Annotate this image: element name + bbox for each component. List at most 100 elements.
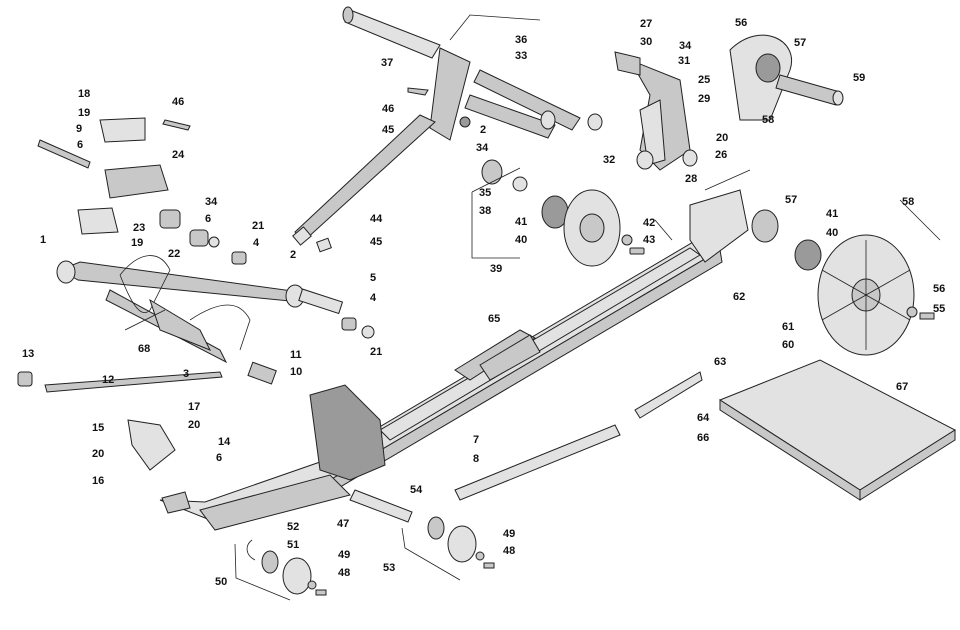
callout-37: 37 — [381, 57, 393, 69]
callout-60: 60 — [782, 339, 794, 351]
callout-17: 17 — [188, 401, 200, 413]
callout-29: 29 — [698, 93, 710, 105]
callout-64: 64 — [697, 412, 710, 424]
callout-51: 51 — [287, 539, 299, 551]
callout-19: 19 — [78, 107, 90, 119]
callout-47: 47 — [337, 518, 349, 530]
main-rail — [159, 237, 723, 531]
callout-6: 6 — [77, 139, 83, 151]
callout-36: 36 — [515, 34, 527, 46]
callout-8: 8 — [473, 453, 479, 465]
callout-55: 55 — [933, 303, 945, 315]
callout-40b: 40 — [826, 227, 838, 239]
callout-57b: 57 — [785, 194, 797, 206]
callout-49b: 49 — [503, 528, 515, 540]
idler-wheel-group-39 — [481, 159, 645, 267]
callout-33: 33 — [515, 50, 527, 62]
lower-wheel-groups — [246, 489, 495, 596]
callout-31: 31 — [678, 55, 690, 67]
hyfax-slide — [454, 371, 703, 501]
callout-67: 67 — [896, 381, 908, 393]
callout-6c: 6 — [216, 452, 222, 464]
callout-38: 38 — [479, 205, 491, 217]
callout-30: 30 — [640, 36, 652, 48]
callout-16: 16 — [92, 475, 104, 487]
callout-18: 18 — [78, 88, 90, 100]
callout-13: 13 — [22, 348, 34, 360]
rear-arm — [342, 6, 603, 141]
callout-21: 21 — [252, 220, 264, 232]
callout-20c: 20 — [716, 132, 728, 144]
callout-56b: 56 — [735, 17, 747, 29]
callout-63: 63 — [714, 356, 726, 368]
callout-57: 57 — [794, 37, 806, 49]
callout-10: 10 — [290, 366, 302, 378]
callout-20b: 20 — [92, 448, 104, 460]
callout-24: 24 — [172, 149, 185, 161]
callout-28: 28 — [685, 173, 697, 185]
callout-labels: 1 2 2 3 4 4 5 6 6 6 7 8 9 10 11 12 13 14… — [22, 17, 945, 588]
callout-35: 35 — [479, 187, 491, 199]
callout-46: 46 — [172, 96, 184, 108]
callout-40: 40 — [515, 234, 527, 246]
callout-44: 44 — [370, 213, 383, 225]
callout-62: 62 — [733, 291, 745, 303]
callout-12: 12 — [102, 374, 114, 386]
callout-56: 56 — [933, 283, 945, 295]
left-hardware — [17, 87, 429, 471]
callout-6b: 6 — [205, 213, 211, 225]
callout-7: 7 — [473, 434, 479, 446]
front-arm — [56, 255, 305, 364]
sprocket-half — [729, 34, 844, 121]
shock-link-rod — [292, 114, 436, 253]
callout-43: 43 — [643, 234, 655, 246]
callout-22: 22 — [168, 248, 180, 260]
callout-48: 48 — [338, 567, 350, 579]
callout-54: 54 — [410, 484, 423, 496]
callout-53: 53 — [383, 562, 395, 574]
callout-42: 42 — [643, 217, 655, 229]
track-clip-mat — [718, 359, 957, 501]
callout-32: 32 — [603, 154, 615, 166]
callout-50: 50 — [215, 576, 227, 588]
idler-bracket — [614, 51, 698, 171]
callout-26: 26 — [715, 149, 727, 161]
callout-3: 3 — [183, 368, 189, 380]
callout-23: 23 — [133, 222, 145, 234]
callout-2b: 2 — [480, 124, 486, 136]
callout-49: 49 — [338, 549, 350, 561]
callout-19b: 19 — [131, 237, 143, 249]
callout-66: 66 — [697, 432, 709, 444]
callout-41: 41 — [515, 216, 527, 228]
callout-61: 61 — [782, 321, 794, 333]
callout-21b: 21 — [370, 346, 382, 358]
callout-46b: 46 — [382, 103, 394, 115]
callout-9: 9 — [76, 123, 82, 135]
callout-34: 34 — [476, 142, 489, 154]
callout-41b: 41 — [826, 208, 838, 220]
callout-65: 65 — [488, 313, 500, 325]
callout-25: 25 — [698, 74, 710, 86]
callout-5: 5 — [370, 272, 376, 284]
group-outlines — [124, 14, 941, 601]
callout-34b: 34 — [205, 196, 218, 208]
callout-39: 39 — [490, 263, 502, 275]
callout-34c: 34 — [679, 40, 692, 52]
callout-45b: 45 — [370, 236, 382, 248]
callout-20: 20 — [188, 419, 200, 431]
callout-59: 59 — [853, 72, 865, 84]
callout-68: 68 — [138, 343, 150, 355]
callout-4b: 4 — [370, 292, 377, 304]
callout-58b: 58 — [902, 196, 914, 208]
callout-2: 2 — [290, 249, 296, 261]
callout-45: 45 — [382, 124, 394, 136]
callout-15: 15 — [92, 422, 104, 434]
callout-4: 4 — [253, 237, 260, 249]
callout-48b: 48 — [503, 545, 515, 557]
callout-52: 52 — [287, 521, 299, 533]
callout-27: 27 — [640, 18, 652, 30]
rear-idler-wheel — [689, 189, 935, 356]
callout-1: 1 — [40, 234, 46, 246]
callout-14: 14 — [218, 436, 231, 448]
